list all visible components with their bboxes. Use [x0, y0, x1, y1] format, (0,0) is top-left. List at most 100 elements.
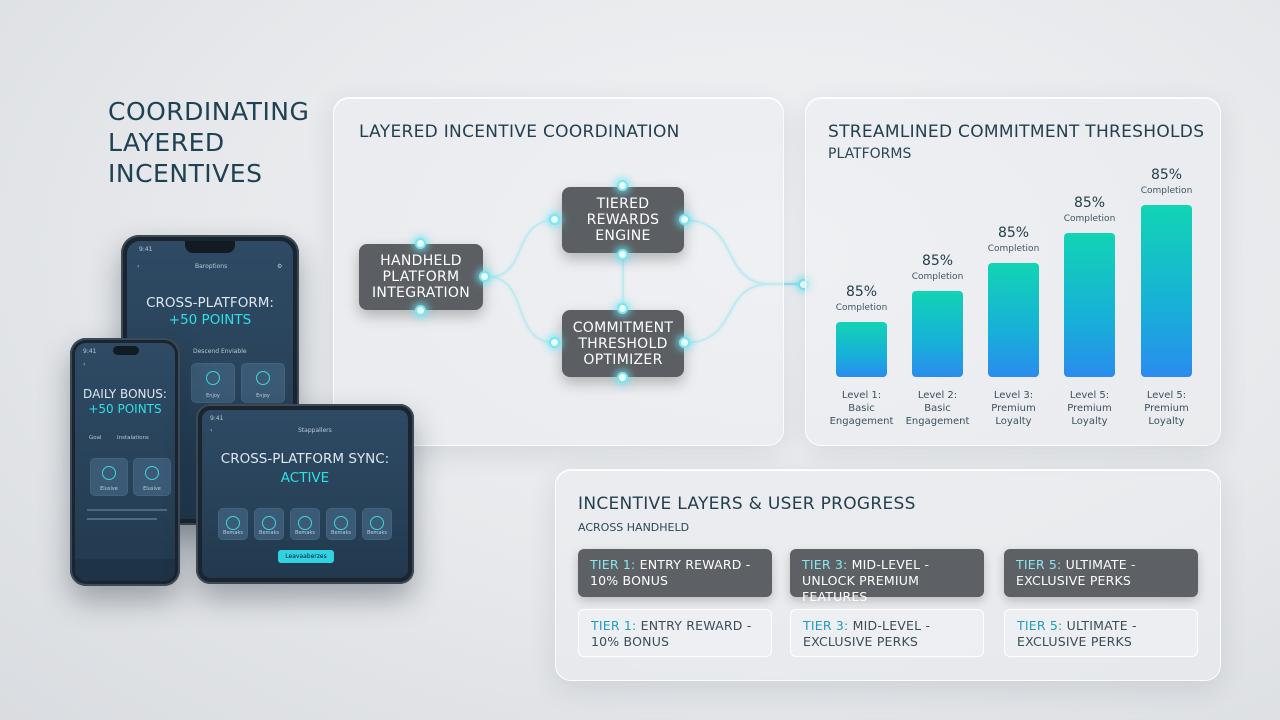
back-chevron-icon[interactable]: ‹	[210, 427, 213, 434]
app-tile[interactable]: Enjoy	[191, 363, 235, 403]
app-tile[interactable]: Elusive	[133, 458, 171, 496]
node-handheld-platform-integration[interactable]: HANDHELD PLATFORM INTEGRATION	[359, 244, 483, 310]
flow-panel-title: LAYERED INCENTIVE COORDINATION	[359, 122, 680, 142]
node-handheld-line-2: PLATFORM	[382, 269, 460, 285]
connector-dot	[617, 372, 628, 383]
node-tiered-line-1: TIERED	[596, 196, 650, 212]
tablet-device: 9:41 ‹ Stappallers CROSS-PLATFORM SYNC: …	[196, 404, 414, 584]
tile-label: Bemaks	[331, 530, 351, 536]
hero-title: COORDINATING LAYERED INCENTIVES	[108, 96, 338, 189]
tile-label: Bemaks	[367, 530, 387, 536]
tab-installations[interactable]: Instalations	[117, 435, 149, 441]
bar-data-sublabel: Completion	[911, 272, 964, 282]
tile-icon	[256, 371, 270, 385]
tile-icon	[102, 466, 116, 480]
tile-label: Elusive	[100, 486, 118, 492]
app-tile[interactable]: Bemaks	[290, 508, 320, 540]
headline-line-1: CROSS-PLATFORM:	[146, 295, 274, 311]
connector-dot	[679, 337, 690, 348]
tier-level: TIER 3:	[803, 618, 849, 633]
node-handheld-line-3: INTEGRATION	[372, 285, 470, 301]
chart-bar[interactable]	[1141, 205, 1192, 377]
bar-data-label: 85%	[845, 284, 878, 300]
hero-title-line-2: LAYERED	[108, 128, 225, 157]
phone-notch	[185, 241, 235, 253]
bar-data-sublabel: Completion	[835, 303, 888, 313]
tier-text-2: EXCLUSIVE PERKS	[1017, 634, 1133, 649]
tile-icon	[334, 516, 348, 530]
app-tile[interactable]: Bemaks	[254, 508, 284, 540]
headline-line-2: +50 POINTS	[168, 312, 252, 328]
chart-subtitle: PLATFORMS	[828, 146, 912, 162]
divider	[87, 509, 167, 511]
headline-line-1: DAILY BONUS:	[83, 387, 167, 401]
tier-text: ULTIMATE -	[1066, 618, 1137, 633]
tier-card-1-entry-progress[interactable]: TIER 1: ENTRY REWARD - 10% BONUS	[578, 609, 772, 657]
chart-bar[interactable]	[1064, 233, 1115, 377]
app-tile[interactable]: Elusive	[90, 458, 128, 496]
tier-level: TIER 1:	[591, 618, 637, 633]
chart-title: STREAMLINED COMMITMENT THRESHOLDS	[828, 122, 1205, 142]
status-time: 9:41	[83, 348, 97, 355]
node-tiered-rewards-engine[interactable]: TIERED REWARDS ENGINE	[562, 187, 684, 253]
hero-title-line-1: COORDINATING	[108, 97, 310, 126]
tier-card-5-ultimate-progress[interactable]: TIER 5: ULTIMATE - EXCLUSIVE PERKS	[1004, 609, 1198, 657]
connector-dot	[479, 271, 490, 282]
back-chevron-icon[interactable]: ‹	[83, 361, 86, 368]
app-tile[interactable]: Bemaks	[218, 508, 248, 540]
app-name: Baroptions	[195, 263, 228, 270]
node-commitment-threshold-optimizer[interactable]: COMMITMENT THRESHOLD OPTIMIZER	[562, 310, 684, 377]
chart-bar[interactable]	[988, 263, 1039, 377]
phone-front-headline: DAILY BONUS: +50 POINTS	[75, 387, 175, 417]
bar-data-label: 85%	[921, 253, 954, 269]
node-tiered-line-3: ENGINE	[595, 228, 651, 244]
tier-card-3-mid-progress[interactable]: TIER 3: MID-LEVEL - EXCLUSIVE PERKS	[790, 609, 984, 657]
tablet-screen: 9:41 ‹ Stappallers CROSS-PLATFORM SYNC: …	[202, 410, 408, 578]
tablet-cta-button[interactable]: Leavaaberzes	[278, 550, 334, 563]
bar-data-label: 85%	[997, 225, 1030, 241]
tier-card-1-entry[interactable]: TIER 1: ENTRY REWARD - 10% BONUS	[578, 549, 772, 597]
chart-bar[interactable]	[912, 291, 963, 377]
tier-text-2: EXCLUSIVE PERKS	[1016, 573, 1132, 588]
back-chevron-icon[interactable]: ‹	[137, 263, 140, 270]
node-handheld-line-1: HANDHELD	[380, 253, 462, 269]
connector-dot	[549, 214, 560, 225]
tile-icon	[262, 516, 276, 530]
section-label: Descend Enviable	[193, 348, 247, 355]
connector-dot	[415, 238, 426, 249]
tile-label: Enjoy	[256, 393, 270, 399]
tile-icon	[206, 371, 220, 385]
tier-card-3-mid[interactable]: TIER 3: MID-LEVEL - UNLOCK PREMIUM FEATU…	[790, 549, 984, 604]
tier-level: TIER 1:	[590, 557, 636, 572]
status-time: 9:41	[210, 415, 224, 422]
tier-text: ENTRY REWARD -	[639, 557, 751, 572]
divider	[87, 518, 157, 520]
node-commitment-line-1: COMMITMENT	[572, 319, 674, 336]
chart-bar[interactable]	[836, 322, 887, 377]
tile-label: Bemaks	[295, 530, 315, 536]
phone-front-screen: 9:41 ‹ DAILY BONUS: +50 POINTS Goal Inst…	[75, 343, 175, 581]
settings-icon[interactable]: ⚙	[277, 263, 283, 270]
tier-text: MID-LEVEL -	[852, 618, 931, 633]
tier-card-5-ultimate[interactable]: TIER 5: ULTIMATE - EXCLUSIVE PERKS	[1004, 549, 1198, 597]
tier-text-2: 10% BONUS	[591, 634, 670, 649]
app-tile[interactable]: Enjoy	[241, 363, 285, 403]
app-tile[interactable]: Bemaks	[362, 508, 392, 540]
tile-label: Bemaks	[223, 530, 243, 536]
tier-panel: INCENTIVE LAYERS & USER PROGRESS ACROSS …	[555, 469, 1221, 681]
tab-goal[interactable]: Goal	[89, 435, 102, 441]
bar-data-sublabel: Completion	[1140, 186, 1193, 196]
tier-text: ULTIMATE -	[1065, 557, 1136, 572]
tier-text: ENTRY REWARD -	[640, 618, 752, 633]
tier-level: TIER 5:	[1016, 557, 1062, 572]
chart-panel: STREAMLINED COMMITMENT THRESHOLDS PLATFO…	[805, 97, 1221, 446]
node-commitment-line-2: THRESHOLD	[578, 335, 668, 352]
tile-icon	[226, 516, 240, 530]
tier-text: MID-LEVEL -	[851, 557, 930, 572]
app-tile[interactable]: Bemaks	[326, 508, 356, 540]
bar-data-sublabel: Completion	[1063, 214, 1116, 224]
